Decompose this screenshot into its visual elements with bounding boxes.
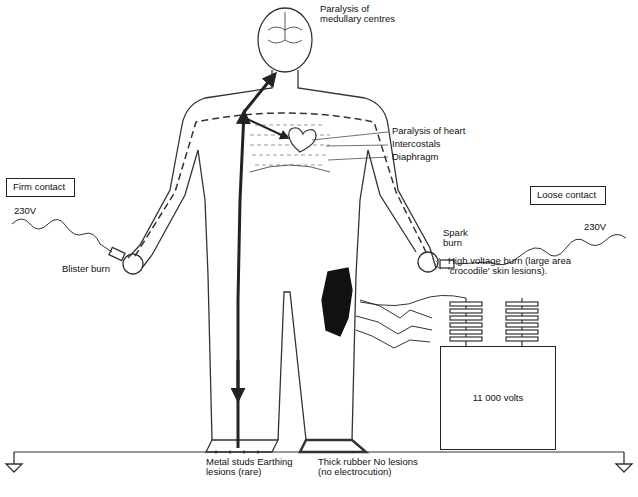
intercostals bbox=[250, 125, 330, 165]
effect-label: Paralysis of heart bbox=[392, 126, 465, 136]
burn-label: Spark burn bbox=[443, 228, 475, 249]
head bbox=[258, 8, 312, 72]
effect-label: Diaphragm bbox=[392, 152, 438, 162]
node-text: Loose contact bbox=[537, 190, 599, 200]
sparks bbox=[356, 300, 432, 348]
current-arrow bbox=[236, 200, 237, 330]
current-to-heart bbox=[245, 118, 288, 138]
boot-label: Thick rubber No lesions (no electrocutio… bbox=[318, 457, 430, 478]
insulator-disc bbox=[450, 302, 482, 306]
node-text: 11 000 volts bbox=[473, 393, 524, 403]
right-hand bbox=[418, 252, 438, 272]
right-boot bbox=[300, 440, 366, 452]
brain bbox=[268, 12, 302, 43]
left-cable bbox=[12, 219, 112, 252]
insulator-disc bbox=[506, 316, 538, 320]
insulator-disc bbox=[450, 330, 482, 334]
voltage-label: 230V bbox=[584, 222, 606, 232]
current-path-leg bbox=[238, 112, 244, 448]
insulator-disc bbox=[506, 323, 538, 327]
burn-label: Blister burn bbox=[62, 264, 110, 274]
insulator-disc bbox=[506, 330, 538, 334]
insulator-disc bbox=[506, 337, 538, 341]
insulator-disc bbox=[450, 323, 482, 327]
transformer-box: 11 000 volts bbox=[440, 346, 556, 450]
spark-gap bbox=[436, 258, 441, 269]
insulator-disc bbox=[450, 309, 482, 313]
high-voltage-burn bbox=[322, 268, 352, 336]
boot-label: Metal studs Earthing lesions (rare) bbox=[206, 457, 294, 478]
insulator-disc bbox=[506, 302, 538, 306]
insulator-disc bbox=[450, 337, 482, 341]
body-outline bbox=[128, 70, 436, 440]
effect-label: Paralysis of medullary centres bbox=[320, 4, 412, 25]
node-text: Firm contact bbox=[13, 182, 68, 192]
left-boot bbox=[206, 440, 278, 452]
contact-box: Firm contact bbox=[6, 178, 75, 197]
left-plug bbox=[109, 247, 125, 260]
insulator-disc bbox=[450, 316, 482, 320]
left-hand bbox=[123, 254, 143, 274]
current-arrow-down bbox=[237, 360, 240, 400]
diaphragm bbox=[250, 165, 330, 172]
insulator-disc bbox=[506, 309, 538, 313]
current-path-arms bbox=[135, 113, 426, 256]
leader-lines bbox=[312, 132, 388, 160]
current-path-head bbox=[244, 74, 275, 112]
insulators bbox=[450, 298, 538, 346]
effect-label: Intercostals bbox=[392, 139, 441, 149]
voltage-label: 230V bbox=[14, 206, 36, 216]
heart bbox=[289, 128, 316, 152]
ground-line bbox=[14, 451, 624, 452]
contact-box: Loose contact bbox=[530, 186, 606, 205]
burn-label: High voltage burn (large area 'crocodile… bbox=[448, 256, 572, 277]
